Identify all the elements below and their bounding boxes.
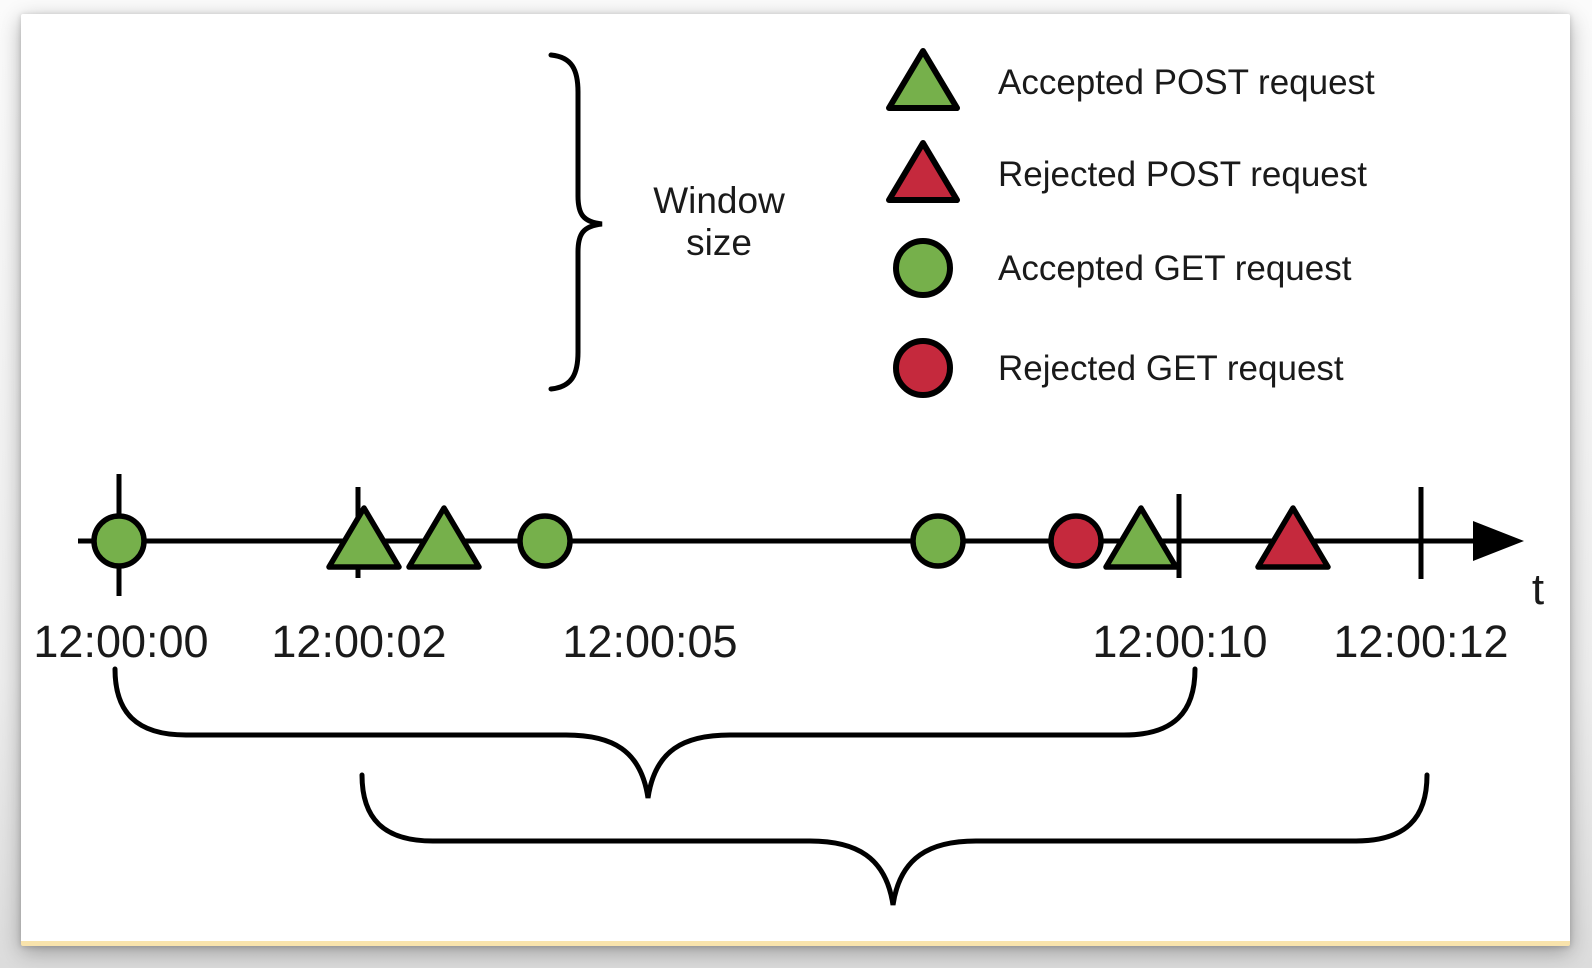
tick-label: 12:00:00 <box>33 616 208 667</box>
axis-label-t: t <box>1532 565 1544 614</box>
rejected-get-circle-icon <box>893 338 953 398</box>
accepted-get-circle-marker <box>910 513 966 569</box>
accepted-post-triangle-marker <box>326 505 402 570</box>
window1-brace <box>112 666 1198 799</box>
legend-item-label: Accepted GET request <box>998 249 1352 288</box>
legend-item-label: Rejected GET request <box>998 349 1344 388</box>
axis-arrowhead-icon <box>1473 521 1524 561</box>
accepted-get-circle-marker <box>517 513 573 569</box>
rate-limit-sliding-window-diagram: Window size Accepted POST requestRejecte… <box>33 48 1544 906</box>
rejected-post-triangle-marker <box>1255 505 1331 570</box>
timeline-tick-labels: 12:00:00 12:00:02 12:00:05 12:00:10 12:00:12 <box>33 616 1508 667</box>
timeline-events <box>91 505 1331 570</box>
rejected-post-triangle-icon <box>886 140 960 203</box>
accepted-get-circle-icon <box>893 238 953 298</box>
window-size-brace <box>548 52 603 392</box>
tick-label: 12:00:10 <box>1092 616 1267 667</box>
window2-brace <box>359 772 1430 906</box>
tick-label: 12:00:02 <box>271 616 446 667</box>
accepted-get-circle-marker <box>91 513 147 569</box>
accepted-post-triangle-marker <box>1103 505 1179 570</box>
accepted-post-triangle-marker <box>406 505 482 570</box>
window-size-label-line1: Window <box>653 180 785 221</box>
accepted-post-triangle-icon <box>886 48 960 111</box>
rejected-get-circle-marker <box>1048 513 1104 569</box>
legend-item-label: Rejected POST request <box>998 155 1367 194</box>
window-size-label-line2: size <box>686 222 752 263</box>
tick-label: 12:00:05 <box>562 616 737 667</box>
legend-item-label: Accepted POST request <box>998 63 1375 102</box>
timeline-ticks <box>116 474 1424 596</box>
tick-label: 12:00:12 <box>1333 616 1508 667</box>
